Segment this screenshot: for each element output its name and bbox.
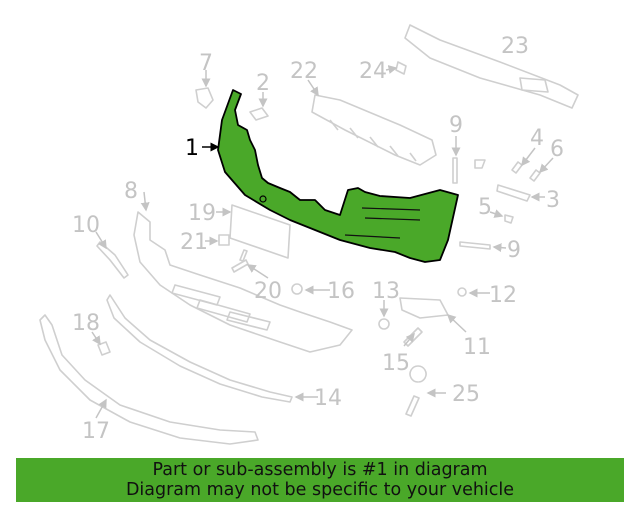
part-10-trim[interactable] [96,241,129,279]
callout-24[interactable]: 24 [359,59,387,84]
part-8-lower-support[interactable] [133,211,353,353]
part-12-screw[interactable] [457,287,467,297]
callout-5[interactable]: 5 [478,195,492,220]
part-7-bracket[interactable] [195,87,214,109]
part-14-lower-valance[interactable] [106,294,293,403]
part-11-bracket[interactable] [399,297,449,319]
part-17-spoiler[interactable] [39,314,259,445]
callout-23[interactable]: 23 [501,34,529,59]
callout-19[interactable]: 19 [188,201,216,226]
callout-21[interactable]: 21 [180,230,208,255]
callout-9-right[interactable]: 9 [507,238,521,263]
callout-10[interactable]: 10 [72,213,100,238]
callout-12[interactable]: 12 [489,283,517,308]
part-2-clip[interactable] [249,107,269,121]
part-3-bracket[interactable] [496,184,531,202]
callout-6[interactable]: 6 [550,137,564,162]
part-9-bolt-top[interactable] [452,157,458,184]
part-1-bumper-cover[interactable] [217,89,459,263]
callout-8[interactable]: 8 [124,179,138,204]
part-5-clip[interactable] [474,159,514,224]
part-9-bolt-right[interactable] [459,241,491,250]
callout-9-top[interactable]: 9 [449,113,463,138]
part-24-bolt[interactable] [395,61,407,75]
part-4-clip[interactable] [511,161,523,174]
callout-25[interactable]: 25 [452,382,480,407]
part-19-license-bracket[interactable] [229,204,291,259]
part-18-clip[interactable] [97,341,111,356]
part-22-energy-absorber[interactable] [311,94,437,166]
callout-22[interactable]: 22 [290,59,318,84]
part-21-nut[interactable] [218,234,230,246]
callout-20[interactable]: 20 [254,279,282,304]
part-23-bumper-beam[interactable] [404,24,579,109]
callout-4[interactable]: 4 [530,126,544,151]
callout-18[interactable]: 18 [72,311,100,336]
callout-3[interactable]: 3 [546,188,560,213]
part-6-clip[interactable] [529,169,541,182]
notice-line-2: Diagram may not be specific to your vehi… [125,480,515,500]
callout-2[interactable]: 2 [256,71,270,96]
callout-11[interactable]: 11 [463,335,491,360]
callout-16[interactable]: 16 [327,279,355,304]
callout-7[interactable]: 7 [199,51,213,76]
callout-15[interactable]: 15 [382,351,410,376]
notice-line-1: Part or sub-assembly is #1 in diagram [152,460,488,480]
part-13-nut[interactable] [378,318,390,330]
callout-1[interactable]: 1 [185,136,199,161]
part-16-nut[interactable] [291,283,303,295]
diagram-notice-banner: Part or sub-assembly is #1 in diagram Di… [16,458,624,502]
parts-diagram: 1 2 3 4 5 6 7 8 9 9 10 11 12 13 14 15 16… [39,24,579,445]
callout-17[interactable]: 17 [82,419,110,444]
part-25-tow-hook[interactable] [405,365,427,417]
callout-13[interactable]: 13 [372,279,400,304]
callout-14[interactable]: 14 [314,386,342,411]
part-20-screw[interactable] [231,249,249,273]
